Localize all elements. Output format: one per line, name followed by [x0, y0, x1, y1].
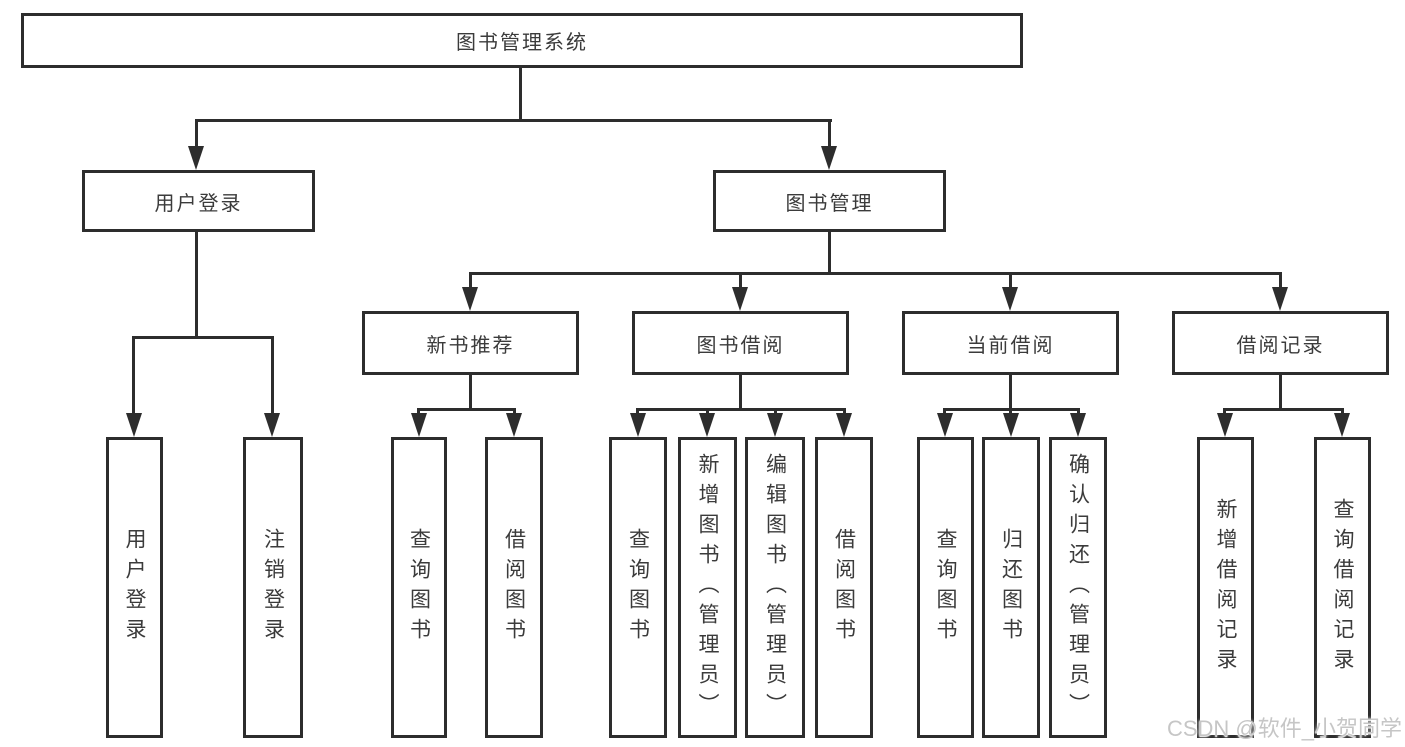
leaf-query-books-borrowing-label: 查询图书 — [626, 527, 650, 648]
leaf-add-books-admin-label: 新增图书（管理员） — [696, 452, 719, 723]
node-book-borrowing-label: 图书借阅 — [696, 334, 785, 357]
arrow-down-icon — [264, 413, 280, 437]
connector-level1-hline — [195, 119, 832, 122]
arrow-down-icon — [411, 413, 427, 437]
connector-g4-leaf3-drop — [1077, 408, 1080, 416]
connector-g5-stem — [1279, 375, 1282, 411]
leaf-query-books-current: 查询图书 — [917, 437, 974, 738]
connector-g4-leaf2-drop — [1009, 408, 1012, 416]
arrow-down-icon — [1070, 413, 1086, 437]
leaf-user-login: 用户登录 — [106, 437, 163, 738]
connector-g4-stem — [1009, 375, 1012, 411]
leaf-query-books-recommend: 查询图书 — [391, 437, 447, 738]
arrow-down-icon — [1334, 413, 1350, 437]
leaf-add-borrow-record-label: 新增借阅记录 — [1214, 497, 1237, 678]
arrow-down-icon — [767, 413, 783, 437]
leaf-logout: 注销登录 — [243, 437, 303, 738]
arrow-down-icon — [732, 287, 748, 311]
connector-login-leaf1-drop — [132, 336, 135, 415]
arrow-down-icon — [1002, 287, 1018, 311]
connector-l2-drop-4 — [1279, 272, 1282, 290]
connector-g3-leaf3-drop — [774, 408, 777, 416]
connector-l2-drop-1 — [469, 272, 472, 290]
connector-g2-leaf1-drop — [417, 408, 420, 416]
arrow-down-icon — [699, 413, 715, 437]
node-new-book-recommend-label: 新书推荐 — [426, 334, 515, 357]
node-book-management-label: 图书管理 — [785, 192, 874, 215]
leaf-edit-books-admin-label: 编辑图书（管理员） — [763, 452, 787, 723]
leaf-borrow-books-label: 借阅图书 — [832, 527, 856, 648]
connector-root-stem — [519, 66, 522, 122]
arrow-down-icon — [1272, 287, 1288, 311]
connector-g3-leaf2-drop — [706, 408, 709, 416]
leaf-add-books-admin: 新增图书（管理员） — [678, 437, 737, 738]
connector-g2-stem — [469, 375, 472, 411]
node-library-system-label: 图书管理系统 — [456, 32, 588, 54]
leaf-borrow-books: 借阅图书 — [815, 437, 873, 738]
leaf-query-books-recommend-label: 查询图书 — [407, 527, 431, 648]
connector-l2-drop-2 — [739, 272, 742, 290]
leaf-return-books: 归还图书 — [982, 437, 1040, 738]
leaf-logout-label: 注销登录 — [261, 527, 285, 648]
leaf-user-login-label: 用户登录 — [123, 527, 146, 648]
leaf-return-books-label: 归还图书 — [999, 527, 1023, 648]
arrow-down-icon — [821, 146, 837, 170]
leaf-query-borrow-record-label: 查询借阅记录 — [1331, 497, 1354, 678]
connector-g3-leaf4-drop — [843, 408, 846, 416]
connector-g4-leaf1-drop — [943, 408, 946, 416]
connector-mgmt-stem — [828, 232, 831, 275]
connector-login-stem — [195, 232, 198, 339]
leaf-borrow-books-recommend-label: 借阅图书 — [502, 527, 526, 648]
node-user-login-label: 用户登录 — [154, 192, 243, 215]
connector-g2-hline — [417, 408, 516, 411]
leaf-borrow-books-recommend: 借阅图书 — [485, 437, 543, 738]
arrow-down-icon — [1003, 413, 1019, 437]
leaf-confirm-return-admin-label: 确认归还（管理员） — [1066, 452, 1090, 723]
connector-g5-leaf1-drop — [1223, 408, 1226, 416]
node-borrowing-records: 借阅记录 — [1172, 311, 1389, 375]
csdn-watermark: CSDN @软件_小贺同学 — [1166, 716, 1402, 741]
connector-login-leaf2-drop — [271, 336, 274, 415]
arrow-down-icon — [1217, 413, 1233, 437]
connector-g3-leaf1-drop — [636, 408, 639, 416]
node-book-borrowing: 图书借阅 — [632, 311, 849, 375]
arrow-down-icon — [506, 413, 522, 437]
arrow-down-icon — [836, 413, 852, 437]
leaf-confirm-return-admin: 确认归还（管理员） — [1049, 437, 1107, 738]
leaf-add-borrow-record: 新增借阅记录 — [1197, 437, 1254, 738]
leaf-edit-books-admin: 编辑图书（管理员） — [745, 437, 805, 738]
connector-g3-hline — [636, 408, 846, 411]
arrow-down-icon — [937, 413, 953, 437]
arrow-down-icon — [630, 413, 646, 437]
leaf-query-borrow-record: 查询借阅记录 — [1314, 437, 1371, 738]
node-new-book-recommend: 新书推荐 — [362, 311, 579, 375]
connector-login-hline — [132, 336, 274, 339]
connector-g2-leaf2-drop — [513, 408, 516, 416]
connector-login-drop — [195, 119, 198, 148]
node-book-management: 图书管理 — [713, 170, 946, 232]
connector-g5-leaf2-drop — [1341, 408, 1344, 416]
connector-level2-hline — [469, 272, 1282, 275]
node-current-borrowing: 当前借阅 — [902, 311, 1119, 375]
connector-l2-drop-3 — [1009, 272, 1012, 290]
node-user-login: 用户登录 — [82, 170, 315, 232]
connector-g5-hline — [1223, 408, 1344, 411]
node-current-borrowing-label: 当前借阅 — [966, 334, 1055, 357]
connector-mgmt-drop — [828, 119, 831, 148]
arrow-down-icon — [188, 146, 204, 170]
arrow-down-icon — [462, 287, 478, 311]
node-borrowing-records-label: 借阅记录 — [1236, 334, 1325, 357]
arrow-down-icon — [126, 413, 142, 437]
connector-g3-stem — [739, 375, 742, 411]
node-library-system: 图书管理系统 — [21, 13, 1023, 68]
leaf-query-books-borrowing: 查询图书 — [609, 437, 667, 738]
leaf-query-books-current-label: 查询图书 — [934, 527, 957, 648]
